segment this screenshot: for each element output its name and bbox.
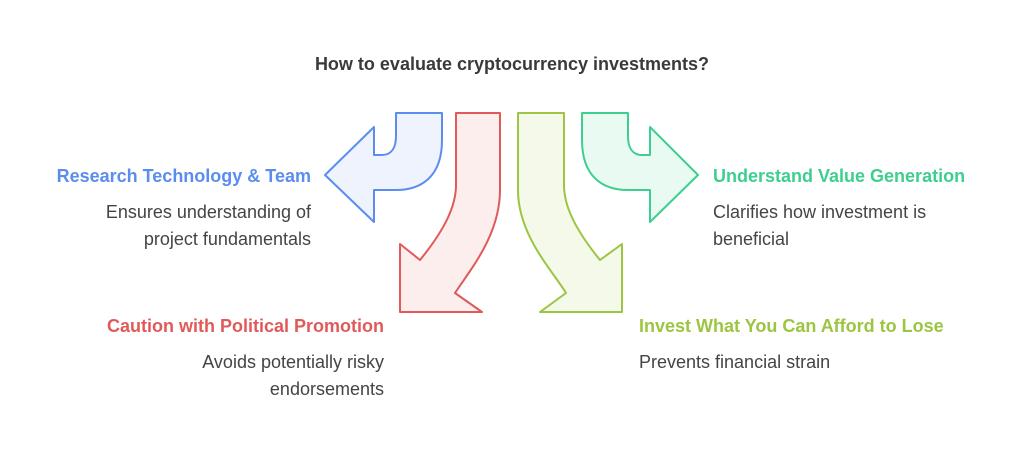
blue-arrow-icon: [324, 112, 443, 223]
caution-description: Avoids potentially risky endorsements: [202, 352, 384, 399]
research-heading: Research Technology & Team: [56, 166, 311, 186]
understand-heading: Understand Value Generation: [713, 166, 966, 186]
understand-description: Clarifies how investment is beneficial: [713, 202, 927, 249]
red-arrow-icon: [399, 112, 501, 313]
research-description: Ensures understanding of project fundame…: [105, 202, 311, 249]
invest-description: Prevents financial strain: [639, 352, 831, 372]
invest-heading: Invest What You Can Afford to Lose: [639, 316, 944, 336]
green-arrow-icon: [581, 112, 699, 223]
diagram-title: How to evaluate cryptocurrency investmen…: [314, 54, 710, 74]
caution-heading: Caution with Political Promotion: [107, 316, 384, 336]
lime-arrow-icon: [517, 112, 623, 313]
